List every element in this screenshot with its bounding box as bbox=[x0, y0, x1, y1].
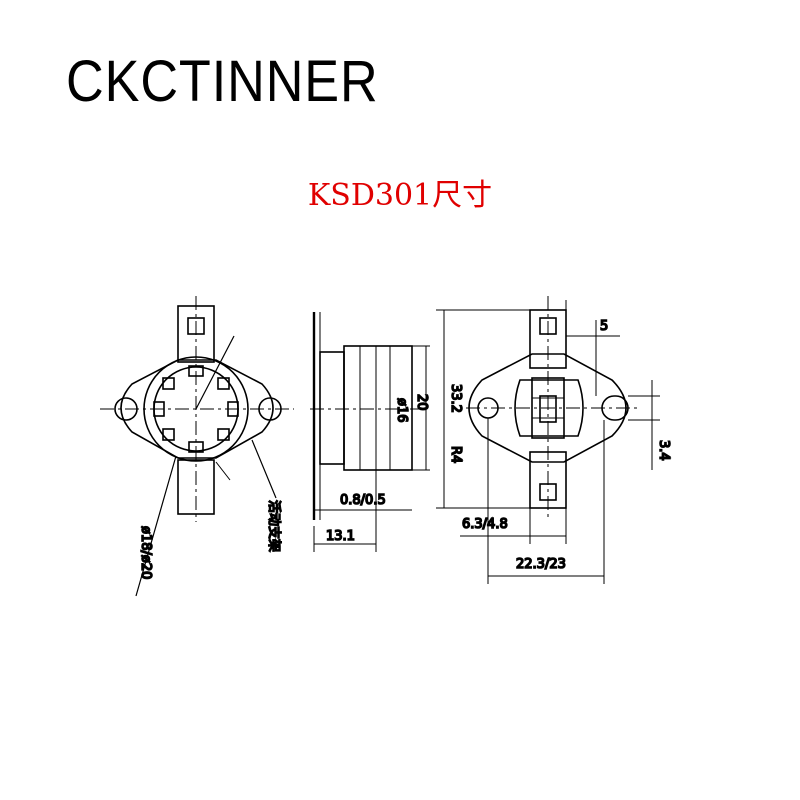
back-span-label: 22.3/23 bbox=[516, 557, 566, 572]
brand-name: CKCTINNER bbox=[66, 49, 379, 114]
side-plate-thickness-label: 0.8/0.5 bbox=[340, 493, 386, 508]
back-hole-label: 3.4 bbox=[656, 440, 671, 461]
front-view: ø18/ø20 活动支架 bbox=[100, 296, 294, 597]
side-overall-label: 20 bbox=[414, 394, 429, 411]
back-height-label: 33.2 bbox=[448, 384, 463, 413]
back-terminal-width-label: 5 bbox=[600, 319, 608, 334]
side-depth-label: 13.1 bbox=[326, 529, 355, 544]
front-note-label: 活动支架 bbox=[266, 500, 281, 552]
front-diameter-label: ø18/ø20 bbox=[138, 526, 153, 579]
side-body-diameter-label: ø16 bbox=[394, 398, 409, 423]
diagram-title: KSD301尺寸 bbox=[307, 178, 493, 213]
back-radius-label: R4 bbox=[448, 446, 463, 463]
back-view: 33.2 R4 5 3.4 6.3/4.8 22.3/23 bbox=[436, 296, 672, 584]
side-view: ø16 20 0.8/0.5 13.1 bbox=[310, 312, 430, 552]
back-terminal-label: 6.3/4.8 bbox=[462, 517, 508, 532]
